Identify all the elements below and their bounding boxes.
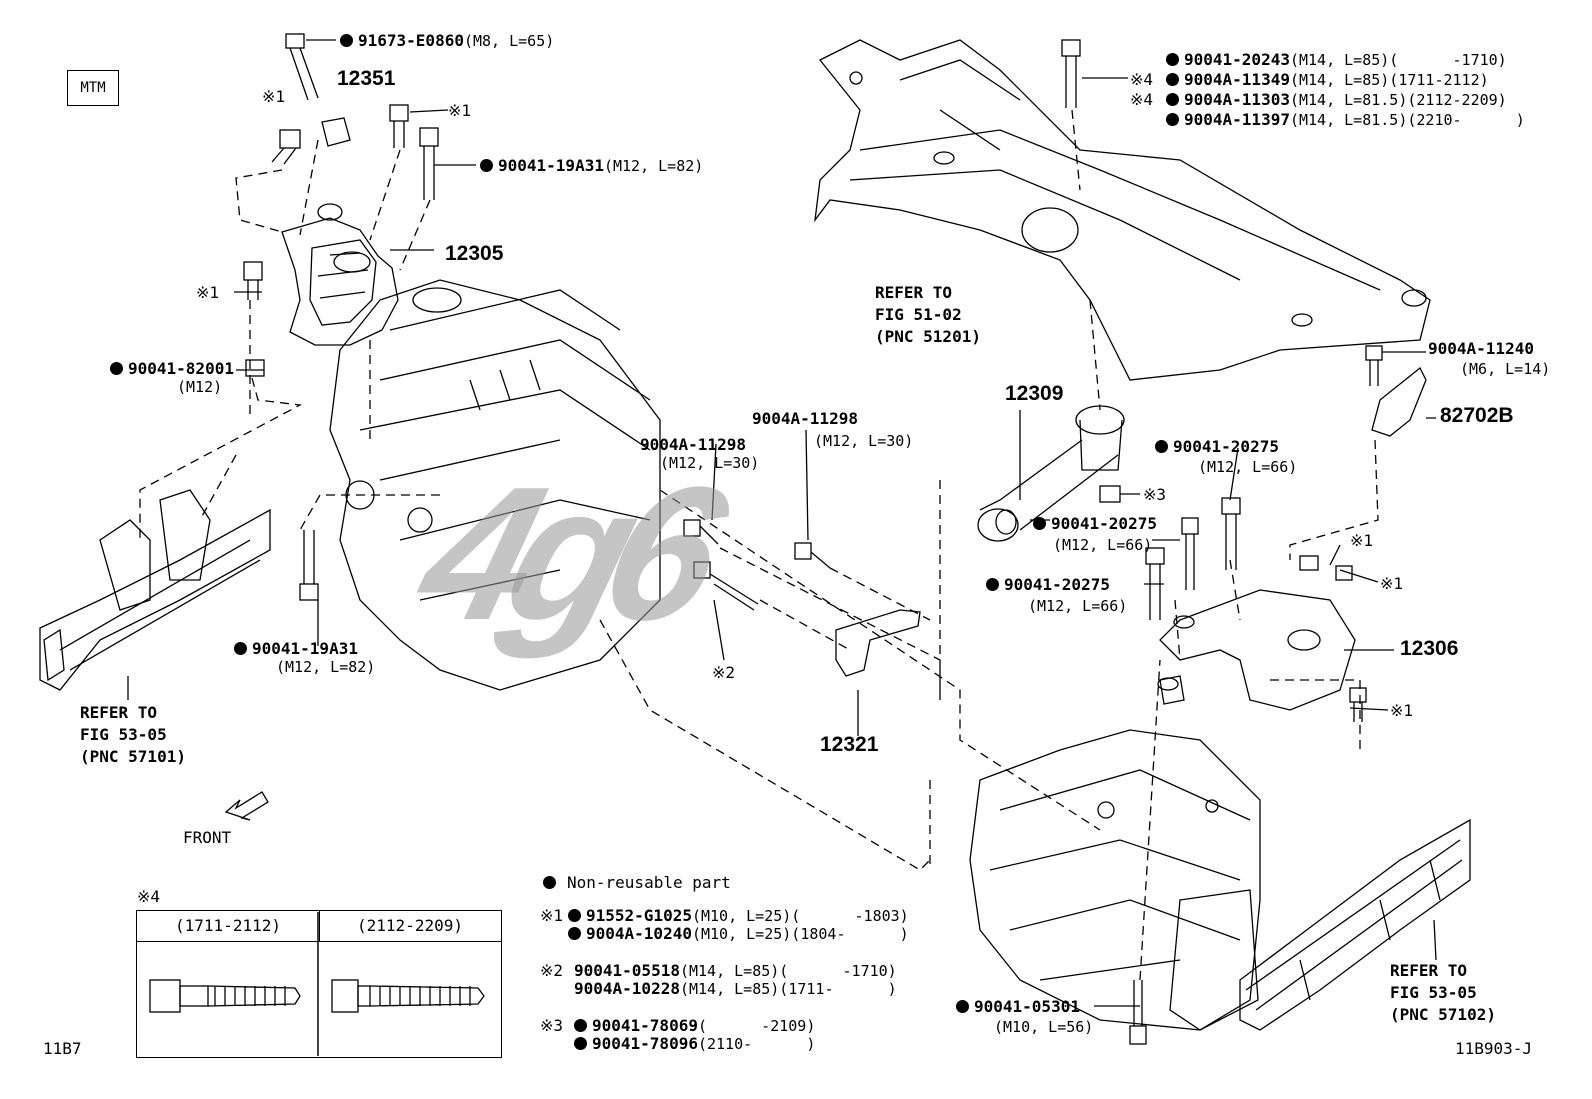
callout-90041-82001-spec: (M12) [177,378,223,396]
trans-mount-12306 [1157,589,1356,711]
front-arrow-icon [224,791,269,821]
part-label-12321: 12321 [820,733,879,756]
table4-col1-header: (1711-2112) [137,911,320,942]
nonreusable-dot-icon [1155,440,1168,453]
footer-right-code: 11B903-J [1455,1039,1533,1058]
bolt-x2 [693,561,759,611]
nut-82001 [245,359,265,377]
callout-9004A-11298-b: 9004A-11298 [752,409,858,428]
sub-frame [814,39,1431,381]
table4-col2-header: (2112-2209) [319,911,501,942]
nonreusable-dot-icon [234,642,247,655]
bolt-11298-a [683,519,719,545]
bolt-19a31-mid [299,530,319,601]
bolt-11298-b [794,542,831,569]
mtm-badge: MTM [67,70,119,106]
callout-90041-20275-c-spec: (M12, L=66) [1028,597,1128,615]
callout-9004A-11298-a-spec: (M12, L=30) [660,454,760,472]
nut-x3 [1099,485,1121,503]
callout-90041-19A31-mid-spec: (M12, L=82) [276,658,376,676]
bolt-91673 [285,33,319,101]
mark-x1: ※1 [1390,701,1414,720]
legend-nonreusable: Non-reusable part [543,874,731,892]
callout-90041-20275-c: 90041-20275 [986,576,1110,594]
nonreusable-dot-icon [1033,517,1046,530]
nonreusable-dot-icon [986,578,999,591]
part-label-12309: 12309 [1005,382,1064,405]
bolt-19a31-top [419,127,439,200]
callout-90041-19A31-top: 90041-19A31(M12, L=82) [480,157,703,175]
callout-9004A-11240: 9004A-11240 [1428,339,1534,358]
part-label-12305: 12305 [445,242,504,265]
nonreusable-dot-icon [480,159,493,172]
engine-block [329,279,661,691]
callout-9004A-11298-b-spec: (M12, L=30) [814,432,914,450]
table4-mark: ※4 [137,887,161,906]
bolt-x1-a [271,129,301,165]
bracket-12321 [835,609,921,677]
nonreusable-dot-icon [110,362,123,375]
right-frame-rail [1239,818,1471,1031]
callout-90041-19A31-mid: 90041-19A31 [234,640,358,658]
part-label-12351: 12351 [337,67,396,90]
subframe-bolt-row: 90041-20243(M14, L=85)( -1710) [1130,51,1507,69]
callout-90041-82001: 90041-82001 [110,360,234,378]
x4-bolt-table: (1711-2112) (2112-2209) [136,910,502,1058]
bolt-drawing-1711-2112 [149,979,301,1013]
part-label-82702B: 82702B [1440,404,1514,427]
subframe-bolt-row: 9004A-11397(M14, L=81.5)(2210- ) [1130,111,1525,129]
collar-12351 [321,117,351,147]
nonreusable-dot-icon [543,876,556,889]
engine-mount-12305 [281,203,399,346]
mark-x1: ※1 [1350,531,1374,550]
callout-90041-05301-spec: (M10, L=56) [994,1018,1094,1036]
nonreusable-dot-icon [574,1019,587,1032]
bolts-20275 [1145,497,1367,722]
mark-x1: ※1 [196,283,220,302]
nonreusable-dot-icon [1166,113,1179,126]
part-label-12306: 12306 [1400,637,1459,660]
mark-x1: ※1 [448,101,472,120]
nonreusable-dot-icon [574,1037,587,1050]
callout-9004A-11240-spec: (M6, L=14) [1460,360,1551,378]
nonreusable-dot-icon [956,1000,969,1013]
mark-x1: ※1 [1380,574,1404,593]
nonreusable-dot-icon [1166,53,1179,66]
callout-90041-05301: 90041-05301 [956,998,1080,1016]
bolt-subframe [1061,39,1081,108]
nonreusable-dot-icon [340,34,353,47]
nonreusable-dot-icon [568,927,581,940]
bracket-82702B [1365,345,1427,437]
callout-90041-20275-b-spec: (M12, L=66) [1053,536,1153,554]
footer-left-code: 11B7 [43,1039,82,1058]
nonreusable-dot-icon [568,909,581,922]
nonreusable-dot-icon [1166,73,1179,86]
mark-x3: ※3 [1143,485,1167,504]
left-frame-rail [39,489,271,691]
bolt-x1-b [389,104,409,148]
callout-91673-E0860: 91673-E0860(M8, L=65) [340,32,554,50]
mark-x1: ※1 [262,87,286,106]
callout-90041-20275-a-spec: (M12, L=66) [1198,458,1298,476]
mark-x2: ※2 [712,663,736,682]
callout-90041-20275-a: 90041-20275 [1155,438,1279,456]
nonreusable-dot-icon [1166,93,1179,106]
callout-9004A-11298-a: 9004A-11298 [640,435,746,454]
front-label: FRONT [183,828,232,847]
bolt-05301 [1129,980,1147,1045]
transmission [969,729,1261,1031]
bolt-drawing-2112-2209 [331,979,485,1013]
callout-90041-20275-b: 90041-20275 [1033,515,1157,533]
bolt-x1-c [243,261,263,300]
